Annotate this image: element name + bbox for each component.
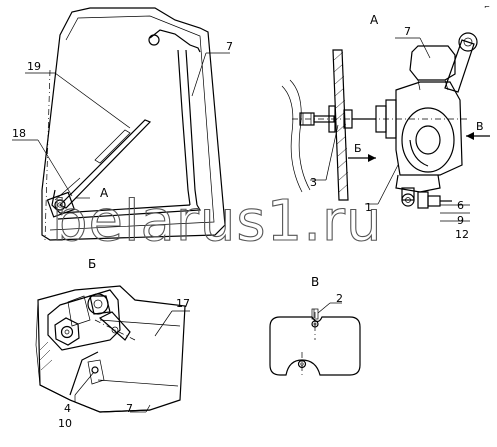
callout-2: 2: [336, 292, 343, 305]
view-v-arrow-label: В: [476, 120, 484, 133]
callout-7-cab: 7: [226, 40, 233, 53]
view-b-label: Б: [88, 257, 96, 271]
view-v-label: В: [311, 275, 319, 289]
callout-4: 4: [64, 402, 71, 415]
callout-6: 6: [457, 199, 464, 212]
detail-v: [269, 302, 361, 378]
callout-7-b: 7: [126, 402, 133, 415]
callout-17: 17: [176, 297, 190, 310]
watermark-text: belarus1.ru: [52, 189, 383, 254]
callout-3: 3: [310, 176, 317, 189]
cab-outline: [41, 7, 226, 241]
detail-a: [281, 32, 490, 222]
callout-labels: 19 18 7 А А 7 Б В 3 1 6 9 12 ⌐ Б 17 4 10…: [12, 3, 490, 430]
detail-b: [35, 285, 190, 413]
view-b-arrow-label: Б: [354, 142, 362, 155]
view-a-main-label: А: [100, 186, 109, 200]
callout-18: 18: [12, 127, 26, 140]
view-a-detail-label: А: [370, 13, 379, 27]
leaders-cab: [12, 52, 230, 199]
callout-19: 19: [27, 60, 41, 73]
corner-mark: ⌐: [484, 3, 490, 11]
callout-9: 9: [457, 214, 464, 227]
callout-12: 12: [455, 228, 469, 241]
callout-7-a: 7: [404, 25, 411, 38]
callout-10: 10: [58, 417, 72, 430]
callout-1: 1: [365, 201, 372, 214]
